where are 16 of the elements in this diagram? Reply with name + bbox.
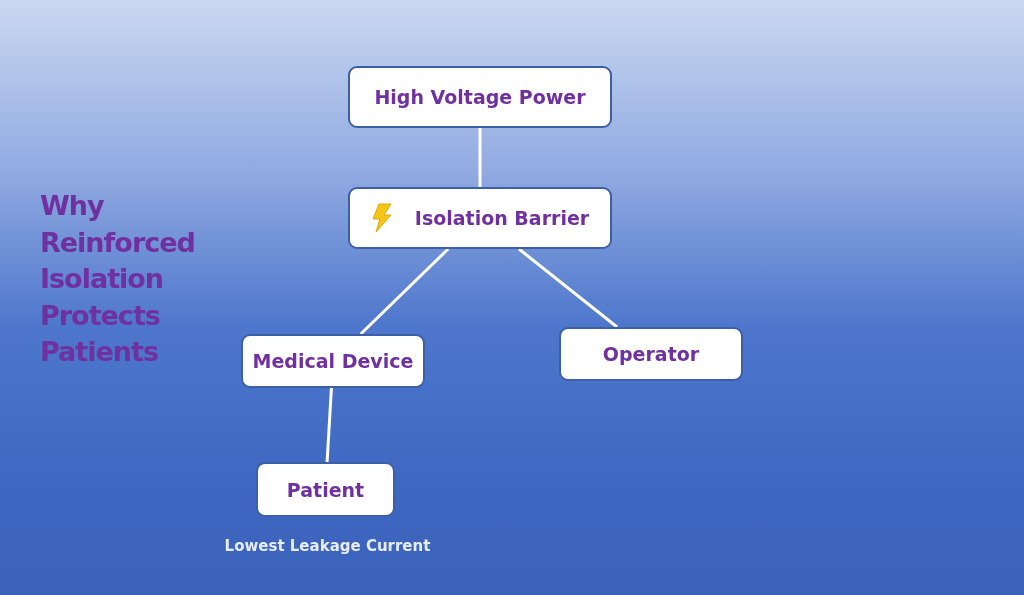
connector-line bbox=[325, 387, 333, 463]
node-label: Operator bbox=[602, 343, 700, 365]
connector-line bbox=[478, 128, 482, 187]
connector-line bbox=[359, 247, 450, 336]
node-label: Patient bbox=[286, 478, 365, 501]
label-box bbox=[241, 334, 425, 388]
node-label: High Voltage Power bbox=[374, 86, 586, 108]
label-box bbox=[348, 66, 612, 128]
title: Why Reinforced Isolation Protects Patients bbox=[40, 189, 196, 369]
connector-line bbox=[518, 247, 618, 329]
label-box bbox=[348, 187, 612, 249]
node-label: Medical Device bbox=[252, 350, 414, 372]
node-label: Isolation Barrier bbox=[414, 207, 590, 229]
caption-text: Lowest Leakage Current bbox=[224, 537, 431, 555]
label-box bbox=[256, 462, 395, 517]
label-box bbox=[559, 327, 743, 381]
